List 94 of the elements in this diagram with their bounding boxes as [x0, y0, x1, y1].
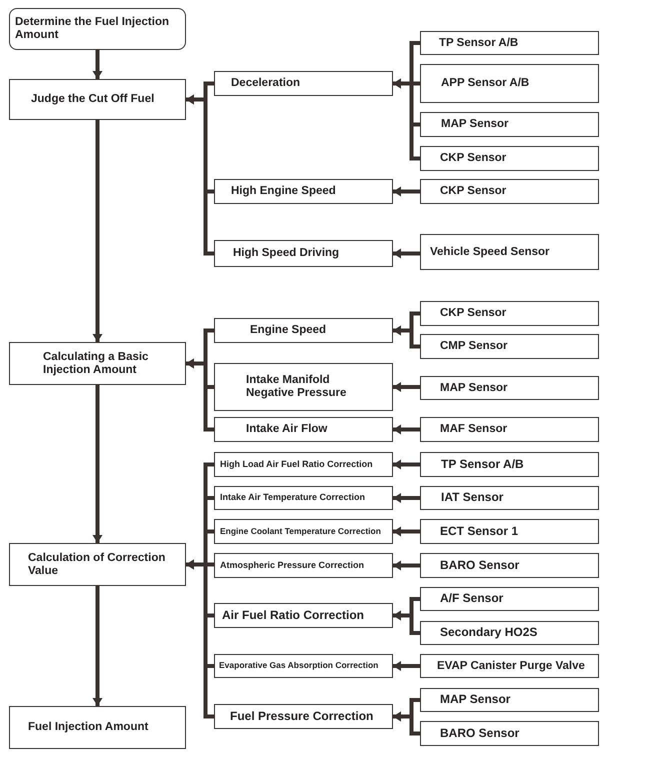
sensor-box	[420, 587, 599, 611]
arrow	[393, 610, 420, 635]
arrow	[393, 712, 420, 736]
sensor-box	[420, 179, 599, 204]
sensor-box	[420, 486, 599, 510]
arrow	[393, 424, 420, 434]
sensor-box	[420, 334, 599, 359]
sensor-box	[420, 721, 599, 746]
arrow	[393, 526, 420, 536]
sensor-box	[420, 452, 599, 477]
condition-label: Intake Manifold Negative Pressure	[246, 374, 348, 400]
condition-box	[214, 363, 393, 411]
condition-label: Fuel Pressure Correction	[230, 710, 374, 724]
sensor-box	[420, 301, 599, 326]
process-box	[9, 79, 186, 120]
sensor-label: CKP Sensor	[440, 152, 506, 165]
condition-box	[214, 417, 393, 442]
sensor-label: EVAP Canister Purge Valve	[437, 660, 585, 672]
sensor-box	[420, 417, 599, 442]
sensor-box	[420, 146, 599, 171]
sensor-box	[420, 64, 599, 103]
sensor-box	[420, 112, 599, 137]
sensor-label: MAF Sensor	[440, 423, 508, 436]
condition-box	[214, 553, 393, 578]
sensor-box	[420, 519, 599, 544]
arrow	[393, 326, 420, 348]
arrow	[393, 560, 420, 570]
process-box	[9, 706, 186, 749]
sensor-label: BARO Sensor	[440, 558, 520, 572]
sensor-label: MAP Sensor	[440, 693, 510, 707]
process-label: Determine the Fuel Injection Amount	[15, 16, 170, 42]
arrow	[393, 661, 420, 671]
condition-box	[214, 519, 393, 544]
sensor-label: TP Sensor A/B	[439, 36, 518, 50]
arrow	[393, 186, 420, 196]
sensor-label: CMP Sensor	[440, 340, 508, 353]
process-box	[9, 543, 186, 586]
sensor-label: Secondary HO2S	[440, 626, 538, 640]
arrow	[92, 385, 102, 543]
sensor-label: APP Sensor A/B	[441, 77, 530, 90]
condition-box	[214, 452, 393, 477]
arrow	[393, 382, 420, 392]
process-label: Calculation of Correction Value	[28, 552, 166, 578]
condition-box	[214, 71, 393, 96]
sensor-label: CKP Sensor	[440, 307, 506, 320]
condition-label: High Engine Speed	[231, 185, 336, 198]
process-box	[9, 8, 186, 50]
sensor-box	[420, 654, 599, 678]
condition-label: Deceleration	[231, 77, 300, 90]
arrow	[393, 78, 420, 160]
arrow	[92, 586, 102, 706]
condition-label: High Load Air Fuel Ratio Correction	[220, 460, 373, 470]
sensor-label: Vehicle Speed Sensor	[430, 246, 550, 258]
condition-label: Evaporative Gas Absorption Correction	[219, 661, 378, 671]
condition-label: Engine Coolant Temperature Correction	[220, 526, 381, 536]
condition-label: High Speed Driving	[233, 247, 340, 260]
arrow	[92, 120, 102, 342]
arrow	[186, 358, 214, 432]
sensor-box	[420, 376, 599, 400]
condition-box	[214, 318, 393, 343]
condition-label: Intake Air Flow	[246, 423, 328, 436]
sensor-box	[420, 31, 599, 55]
sensor-label: MAP Sensor	[441, 118, 509, 131]
condition-box	[214, 654, 393, 678]
sensor-box	[420, 553, 599, 578]
condition-label: Engine Speed	[250, 324, 326, 337]
condition-box	[214, 179, 393, 204]
sensor-box	[420, 234, 599, 270]
process-label: Judge the Cut Off Fuel	[31, 93, 154, 106]
arrow	[186, 560, 214, 718]
process-label: Fuel Injection Amount	[28, 721, 148, 734]
arrow	[393, 460, 420, 470]
condition-box	[214, 486, 393, 510]
arrow	[393, 248, 420, 258]
sensor-label: TP Sensor A/B	[441, 458, 524, 472]
condition-label: Air Fuel Ratio Correction	[222, 608, 364, 622]
sensor-label: IAT Sensor	[441, 491, 504, 505]
condition-box	[214, 704, 393, 729]
arrow	[186, 94, 214, 256]
sensor-label: BARO Sensor	[440, 726, 520, 740]
sensor-label: MAP Sensor	[440, 382, 508, 394]
sensor-label: A/F Sensor	[440, 592, 504, 606]
condition-label: Atmospheric Pressure Correction	[220, 560, 364, 570]
arrow	[393, 493, 420, 503]
process-box	[9, 342, 186, 385]
arrow	[92, 50, 102, 79]
condition-label: Intake Air Temperature Correction	[220, 493, 366, 503]
sensor-box	[420, 688, 599, 712]
sensor-label: ECT Sensor 1	[440, 524, 518, 538]
process-label: Calculating a Basic Injection Amount	[43, 350, 150, 376]
condition-box	[214, 603, 393, 628]
sensor-label: CKP Sensor	[440, 185, 506, 198]
sensor-box	[420, 621, 599, 645]
condition-box	[214, 240, 393, 267]
